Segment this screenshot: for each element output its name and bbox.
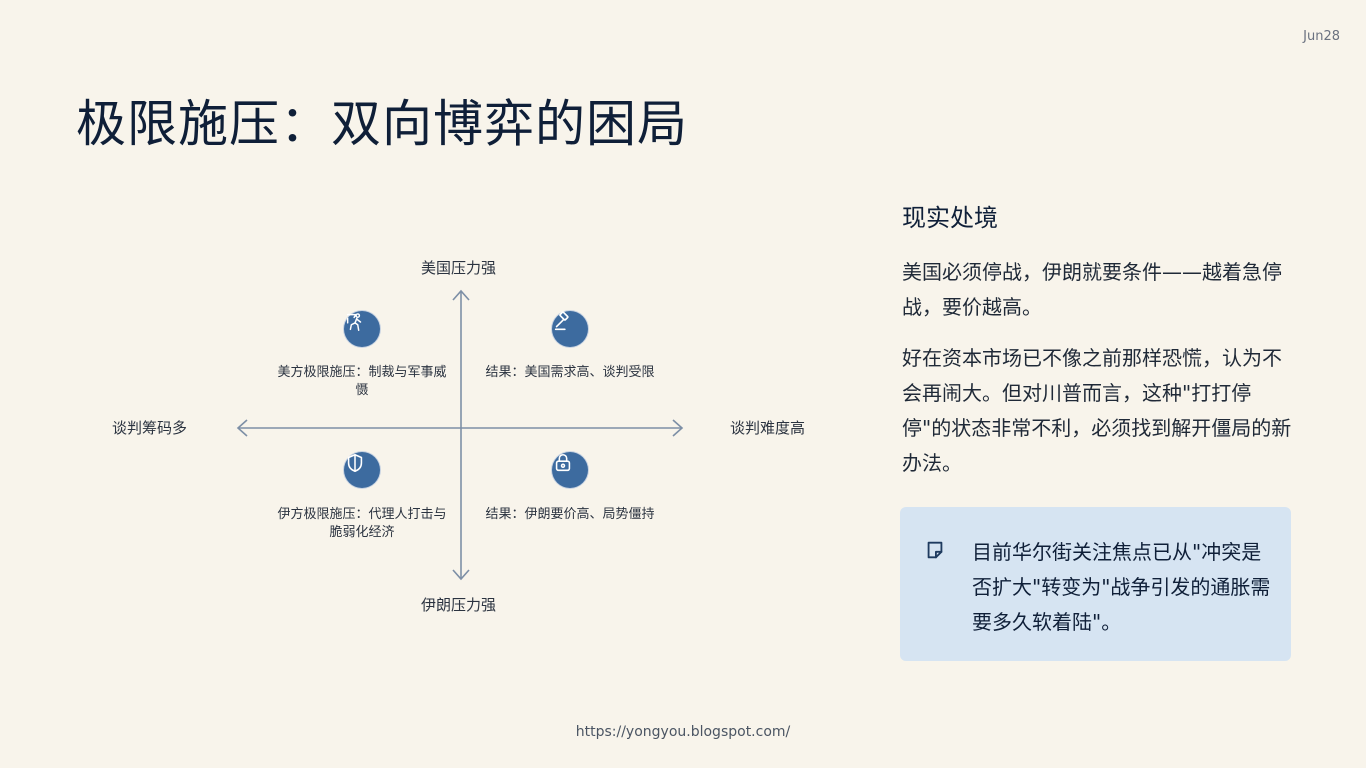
side-heading: 现实处境 (902, 204, 998, 232)
footer-url[interactable]: https://yongyou.blogspot.com/ (575, 724, 791, 740)
axes (236, 289, 684, 581)
side-paragraph-2: 好在资本市场已不像之前那样恐慌，认为不会再闹大。但对川普而言，这种"打打停停"的… (902, 346, 1292, 475)
side-panel: 现实处境 美国必须停战，伊朗就要条件——越着急停战，要价越高。 好在资本市场已不… (900, 198, 1300, 497)
quadrant-text-bottom-left: 伊方极限施压：代理人打击与脆弱化经济 (277, 507, 447, 540)
axis-label-left: 谈判筹码多 (112, 419, 188, 437)
right-arrowhead (672, 419, 684, 437)
left-arrowhead (236, 419, 248, 437)
shield-icon (344, 452, 380, 488)
quadrant-text-top-right: 结果：美国需求高、谈判受限 (485, 365, 655, 380)
callout-text: 目前华尔街关注焦点已从"冲突是否扩大"转变为"战争引发的通胀需要多久软着陆"。 (972, 540, 1271, 634)
side-paragraph-1: 美国必须停战，伊朗就要条件——越着急停战，要价越高。 (902, 260, 1282, 319)
quadrant-text-top-left: 美方极限施压：制裁与军事威慑 (277, 365, 447, 398)
note-icon (924, 539, 946, 565)
date-label: Jun28 (1303, 29, 1340, 44)
callout-box: 目前华尔街关注焦点已从"冲突是否扩大"转变为"战争引发的通胀需要多久软着陆"。 (900, 507, 1291, 661)
quadrant-diagram: 美国压力强 伊朗压力强 谈判筹码多 谈判难度高 美方极限施压：制裁与军事威慑 结… (100, 240, 830, 630)
top-arrowhead (452, 289, 470, 301)
axis-label-top: 美国压力强 (421, 259, 497, 277)
bottom-arrowhead (452, 569, 470, 581)
gavel-icon (552, 311, 588, 347)
lock-icon (552, 452, 588, 488)
page-title: 极限施压：双向博弈的困局 (76, 95, 688, 153)
quadrant-text-bottom-right: 结果：伊朗要价高、局势僵持 (485, 507, 655, 522)
soldier-icon (344, 311, 380, 347)
axis-label-bottom: 伊朗压力强 (421, 596, 497, 614)
axis-label-right: 谈判难度高 (730, 419, 806, 437)
